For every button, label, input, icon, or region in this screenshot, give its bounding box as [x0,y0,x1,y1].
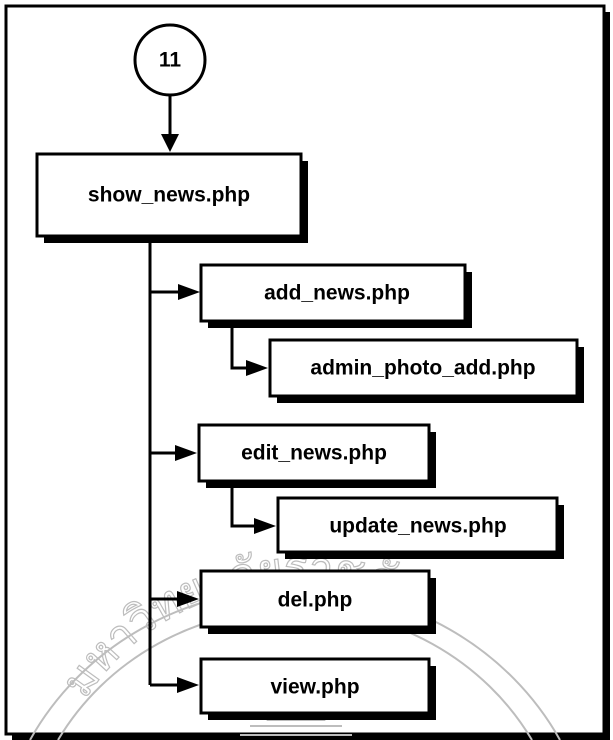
node-label-show-news: show_news.php [88,184,250,207]
connector-11: 11 [133,23,207,97]
arrowhead-admin-photo-add [246,360,268,376]
branch-update-news [230,484,256,528]
arrowhead-edit-news [175,445,197,461]
node-view: view.php [199,657,436,720]
arrowhead-update-news [254,518,276,534]
node-box [199,263,467,323]
node-box [276,496,559,554]
node-box [199,657,431,715]
arrowheads [161,134,276,693]
node-update-news: update_news.php [276,496,564,559]
node-edit-news: edit_news.php [197,423,436,488]
seal-emblem-base [240,725,352,736]
node-label-add-news: add_news.php [264,282,410,305]
node-box [197,423,431,483]
node-admin-photo-add: admin_photo_add.php [268,338,584,403]
node-del: del.php [199,569,436,634]
node-box [268,338,579,398]
arrowhead-add-news [178,284,200,300]
arrowhead-show-news [161,134,179,152]
connectors [148,95,256,687]
node-box [199,569,431,629]
node-box [35,152,303,238]
arrowhead-del [177,591,199,607]
node-label-admin-photo-add: admin_photo_add.php [310,357,535,380]
branch-admin-photo-add [230,318,248,370]
node-label-del: del.php [278,589,353,612]
node-add-news: add_news.php [199,263,472,328]
node-label-view: view.php [270,676,359,699]
node-show-news: show_news.php [35,152,308,243]
node-label-edit-news: edit_news.php [241,442,387,465]
arrowhead-view [177,677,199,693]
connector-circle [133,23,207,97]
node-label-update-news: update_news.php [329,515,506,538]
connector-label: 11 [159,49,182,72]
